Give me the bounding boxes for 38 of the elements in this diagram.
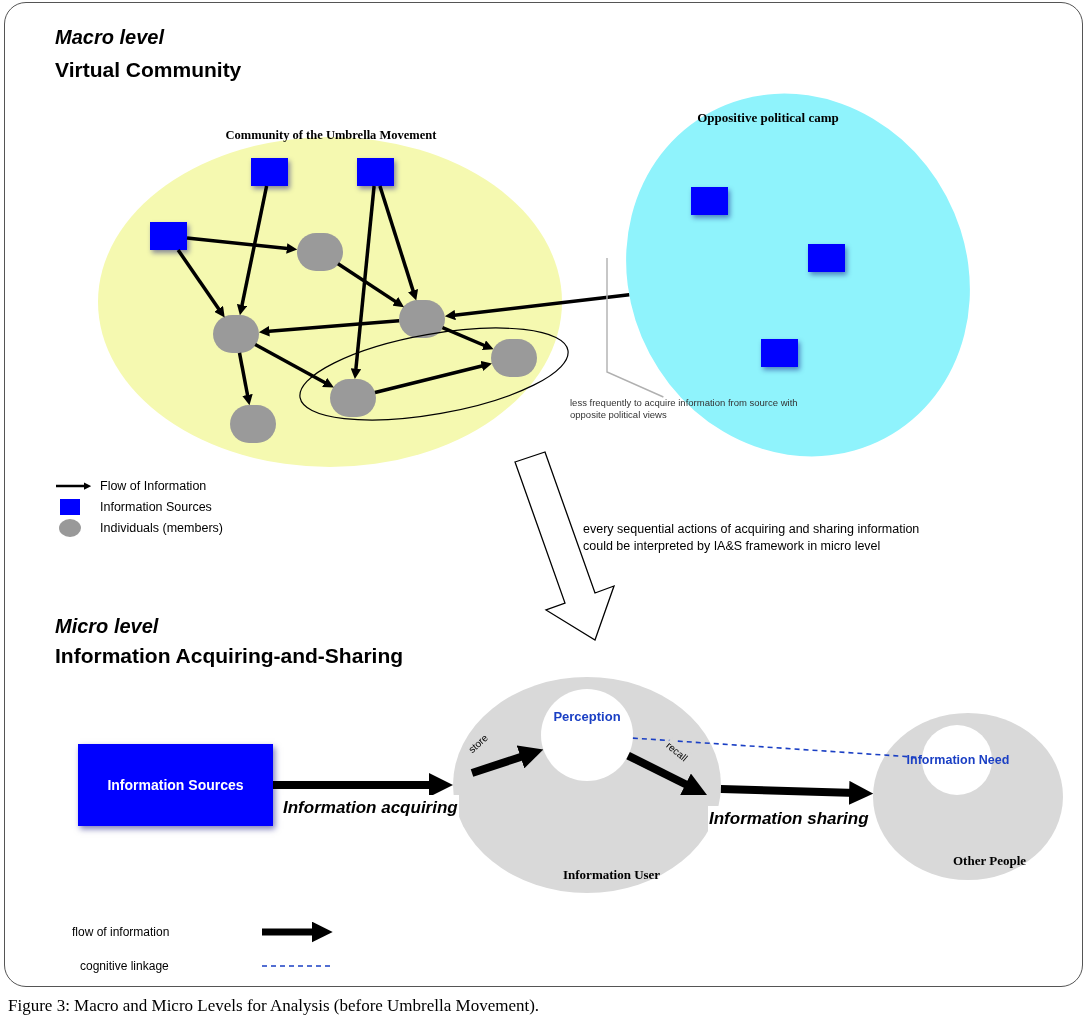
arrow <box>470 745 544 777</box>
section-heading: Macro level <box>55 25 166 50</box>
arrow <box>236 185 269 316</box>
arrow <box>176 249 225 318</box>
legend-text: Information Sources <box>100 499 212 516</box>
note-text: every sequential actions of acquiring and sharing information could be interpreted by IA&S framework in micro level <box>583 521 921 555</box>
arrow <box>441 326 494 351</box>
edge-label: Information sharing <box>708 806 870 832</box>
arrow <box>444 293 630 321</box>
source-square <box>251 158 288 186</box>
arrow <box>258 319 400 337</box>
node-title: Information Need <box>905 752 1011 769</box>
legend-text: Flow of Information <box>100 478 207 495</box>
section-heading: Micro level <box>55 614 160 639</box>
node-title: Community of the Umbrella Movement <box>224 127 438 144</box>
node-title: Perception <box>552 708 622 726</box>
section-heading: Virtual Community <box>55 57 243 83</box>
arrow <box>720 780 874 805</box>
node-title: Other People <box>953 852 1027 870</box>
section-heading: Information Acquiring-and-Sharing <box>55 643 405 669</box>
node-title: Information User <box>563 866 661 884</box>
arrow <box>350 185 376 380</box>
source-square <box>357 158 394 186</box>
perception-circle <box>541 689 633 781</box>
legend-text: cognitive linkage <box>80 958 169 975</box>
arrow <box>378 185 419 301</box>
arrow <box>337 262 405 308</box>
arrow <box>374 360 492 395</box>
arrow <box>273 773 453 797</box>
figure-caption: Figure 3: Macro and Micro Levels for Analysis (before Umbrella Movement). <box>8 995 540 1017</box>
arrow <box>254 342 334 388</box>
legend-text: flow of information <box>72 924 170 941</box>
source-box: Information Sources <box>78 744 273 826</box>
arrow <box>626 752 708 795</box>
arrow <box>237 352 253 406</box>
source-square <box>150 222 187 250</box>
legend-text: Individuals (members) <box>100 520 223 537</box>
arrow <box>186 236 298 254</box>
